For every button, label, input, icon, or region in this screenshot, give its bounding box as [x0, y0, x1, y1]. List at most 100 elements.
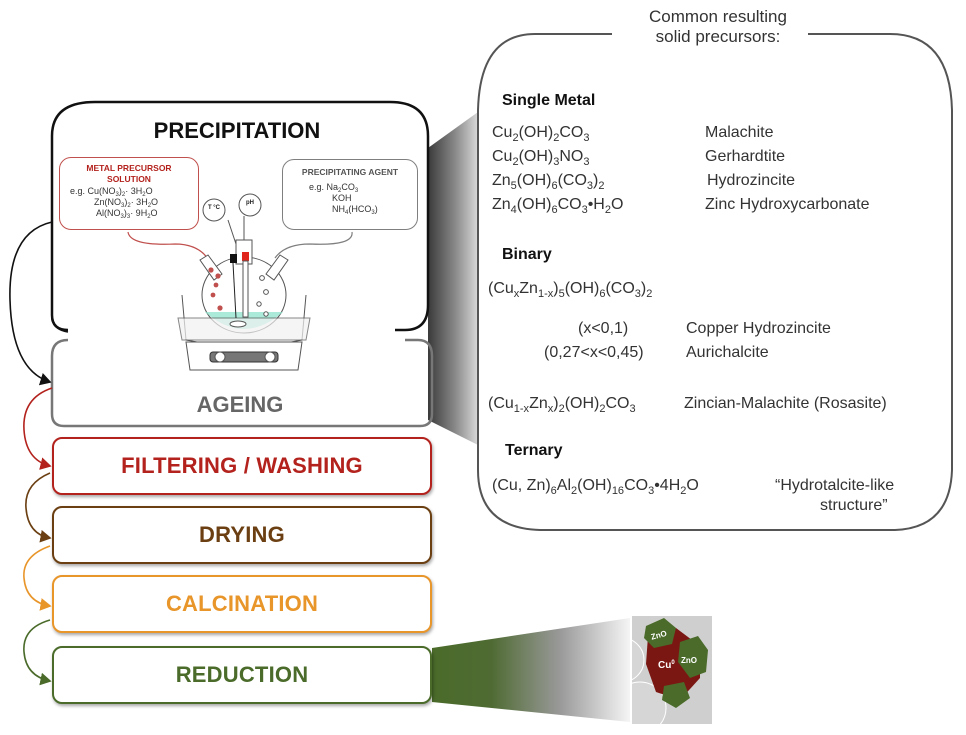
- formula-subscript: 3: [634, 288, 641, 300]
- formula-subscript: 5: [510, 180, 517, 192]
- formula-subscript: 2: [598, 180, 605, 192]
- formula-text: (Cu: [488, 395, 514, 412]
- formula-row: Cu2(OH)2CO3: [492, 124, 589, 144]
- formula-text: (Cu: [488, 280, 514, 297]
- arrow-precipitation-ageing: [9, 221, 53, 386]
- step-reduction-label: REDUCTION: [175, 662, 309, 687]
- step-calcination: CALCINATION: [52, 575, 432, 633]
- metal-precursor-title-1: METAL PRECURSOR: [86, 163, 172, 173]
- formula-text: (OH): [564, 395, 600, 412]
- ph-probe-label: pH: [246, 200, 254, 206]
- formula-subscript: 2: [558, 403, 565, 415]
- formula-text: (OH): [577, 477, 612, 494]
- arrow-ageing-filtering: [23, 387, 53, 470]
- cu-label: Cu0: [658, 660, 675, 671]
- precursor-panel-border: [477, 33, 953, 531]
- precipitating-agent-title: PRECIPITATING AGENT: [301, 167, 399, 177]
- formula-subscript: 4: [510, 204, 517, 216]
- formula-subscript: x: [513, 288, 520, 300]
- mineral-name: Hydrozincite: [707, 172, 796, 189]
- step-calcination-label: CALCINATION: [165, 591, 319, 616]
- ternary-heading: Ternary: [505, 442, 563, 459]
- formula-subscript: 2: [599, 403, 606, 415]
- formula-subscript: 2: [646, 288, 653, 300]
- formula-row: (CuxZn1-x)5(OH)6(CO3)2: [488, 280, 653, 300]
- metal-precursor-callout: METAL PRECURSOR SOLUTION e.g. Cu(NO3)2· …: [59, 157, 199, 230]
- formula-subscript: 2: [571, 485, 578, 497]
- catalyst-particle: [632, 616, 712, 724]
- arrow-filtering-drying: [25, 472, 52, 543]
- formula-subscript: 1-x: [537, 288, 554, 300]
- formula-subscript: 6: [550, 485, 557, 497]
- formula-subscript: 2: [512, 132, 519, 144]
- formula-text: NO: [559, 148, 584, 165]
- formula-text: ): [593, 172, 599, 189]
- metal-precursor-item: Zn(NO3)2· 3H2O: [94, 197, 159, 209]
- formula-text: ): [553, 395, 559, 412]
- zno-particle-bottom: [662, 682, 690, 708]
- formula-text: Cu: [492, 148, 513, 165]
- binary-condition: (x<0,1): [578, 320, 629, 337]
- temperature-probe-label: T °C: [207, 205, 221, 211]
- formula-subscript: 6: [551, 180, 558, 192]
- ageing-box-border: [50, 338, 434, 428]
- formula-text: Zn: [529, 395, 548, 412]
- formula-row: (Cu, Zn)6Al2(OH)16CO3•4H2O: [492, 477, 699, 497]
- formula-text: (OH): [518, 148, 554, 165]
- formula-subscript: 2: [512, 156, 519, 168]
- step-reduction: REDUCTION: [52, 646, 432, 704]
- mineral-name-cont: structure”: [820, 497, 888, 514]
- formula-text: •4H: [654, 477, 681, 494]
- arrow-drying-calcination: [23, 545, 52, 611]
- formula-text: CO: [557, 196, 582, 213]
- formula-subscript: 2: [604, 204, 611, 216]
- step-drying-label: DRYING: [199, 522, 285, 547]
- formula-text: CO: [559, 124, 584, 141]
- metal-precursor-item: e.g. Cu(NO3)2· 3H2O: [70, 186, 153, 198]
- precipitating-agent-item: NH4(HCO3): [332, 204, 378, 216]
- formula-text: Cu: [492, 124, 513, 141]
- formula-subscript: 5: [558, 288, 565, 300]
- mineral-name: Malachite: [705, 124, 774, 141]
- step-filtering-label: FILTERING / WASHING: [121, 453, 363, 478]
- binary-condition: (0,27<x<0,45): [544, 344, 644, 361]
- formula-subscript: 3: [553, 156, 560, 168]
- formula-text: Al: [556, 477, 572, 494]
- step-precipitation-title: PRECIPITATION: [153, 118, 321, 143]
- formula-row: Zn4(OH)6CO3•H2O: [492, 196, 624, 216]
- arrow-calcination-reduction: [23, 619, 52, 686]
- formula-text: (OH): [516, 196, 552, 213]
- zno-particle-top: [644, 618, 676, 648]
- step-ageing-title: AGEING: [196, 392, 284, 417]
- formula-subscript: 6: [599, 288, 606, 300]
- mineral-name: Zincian-Malachite (Rosasite): [684, 395, 887, 412]
- mineral-name: Aurichalcite: [686, 344, 769, 361]
- precipitating-agent-item: e.g. Na2CO3: [309, 182, 359, 194]
- formula-row: Zn5(OH)6(CO3)2: [492, 172, 605, 192]
- precipitating-agent-callout: PRECIPITATING AGENT e.g. Na2CO3 KOH NH4(…: [282, 159, 418, 230]
- panel-header-line2: solid precursors:: [655, 27, 781, 46]
- formula-subscript: 3: [581, 204, 588, 216]
- formula-text: •H: [587, 196, 605, 213]
- formula-subscript: 2: [553, 132, 560, 144]
- zno-label-right: ZnO: [681, 656, 697, 665]
- formula-text: O: [686, 477, 699, 494]
- single-metal-heading: Single Metal: [502, 92, 596, 109]
- zoom-shadow-connector: [428, 112, 478, 445]
- formula-text: O: [610, 196, 624, 213]
- formula-text: CO: [605, 395, 630, 412]
- formula-subscript: x: [547, 403, 554, 415]
- formula-row: (Cu1-xZnx)2(OH)2CO3: [488, 395, 636, 415]
- reduction-zoom-beam: [432, 618, 630, 722]
- step-filtering-washing: FILTERING / WASHING: [52, 437, 432, 495]
- metal-precursor-item: Al(NO3)3· 9H2O: [96, 208, 158, 220]
- mineral-name: Gerhardtite: [705, 148, 786, 165]
- formula-text: ): [640, 280, 647, 297]
- formula-text: (OH): [516, 172, 552, 189]
- zno-label-top: ZnO: [650, 629, 668, 642]
- step-drying: DRYING: [52, 506, 432, 564]
- mineral-name: Copper Hydrozincite: [686, 320, 831, 337]
- formula-text: Zn: [519, 280, 538, 297]
- metal-precursor-title-2: SOLUTION: [107, 174, 151, 184]
